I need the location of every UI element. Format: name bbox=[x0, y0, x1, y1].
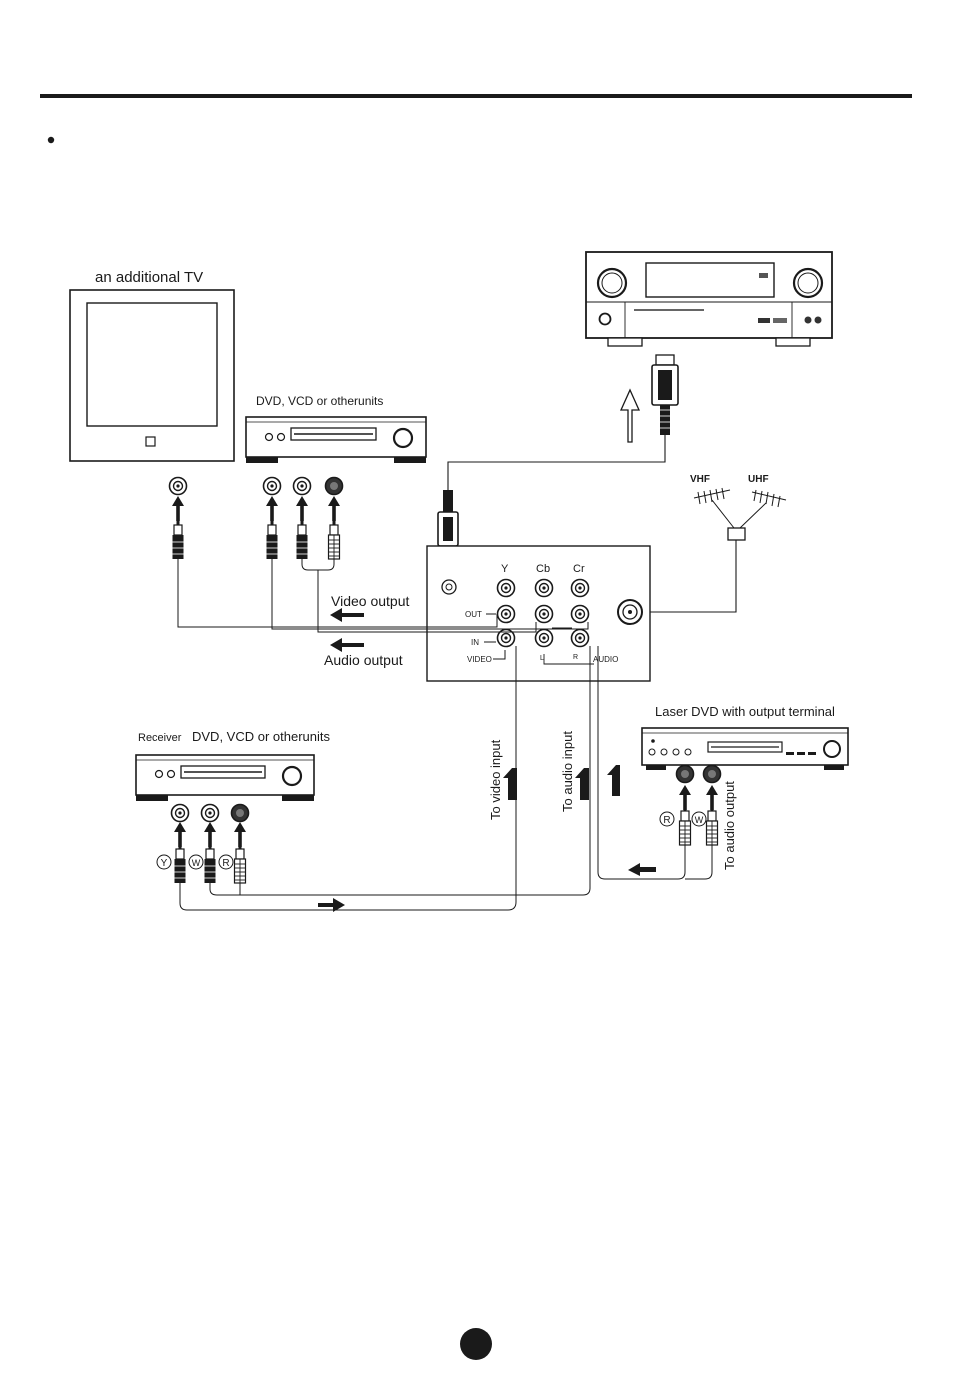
video-output-label: Video output bbox=[331, 593, 409, 609]
receiver-jacks bbox=[172, 805, 249, 884]
panel-label-r: R bbox=[573, 654, 578, 661]
video-output-arrow-icon bbox=[330, 608, 364, 622]
antenna-icon bbox=[694, 488, 786, 528]
plug-mark-w-receiver: W bbox=[189, 855, 203, 869]
plug-mark-w-laser: W bbox=[692, 812, 706, 826]
svg-text:R: R bbox=[663, 815, 670, 826]
tv-label: an additional TV bbox=[95, 269, 203, 286]
panel-jacks bbox=[498, 580, 589, 647]
laser-dvd-label: Laser DVD with output terminal bbox=[655, 704, 835, 719]
to-audio-input-label: To audio input bbox=[560, 731, 575, 812]
vhf-label: VHF bbox=[690, 474, 710, 485]
plug-mark-r-receiver: R bbox=[219, 855, 233, 869]
panel-label-l: L bbox=[540, 655, 544, 662]
page-number-marker bbox=[460, 1328, 492, 1360]
svg-text:R: R bbox=[222, 858, 229, 869]
header-rule bbox=[40, 94, 912, 98]
audio-output-arrow-icon bbox=[330, 638, 364, 652]
laser-dvd-player bbox=[642, 728, 848, 770]
dvd-top-label: DVD, VCD or otherunits bbox=[256, 394, 383, 408]
panel-label-y: Y bbox=[501, 563, 509, 575]
receiver-prefix-label: Receiver bbox=[138, 732, 182, 744]
antenna-jack bbox=[618, 600, 642, 624]
left-arrow-icon bbox=[628, 863, 656, 876]
tv-video-jack bbox=[170, 478, 187, 560]
connector-to-receiver bbox=[652, 355, 678, 435]
svg-text:Y: Y bbox=[161, 858, 168, 869]
rf-jack bbox=[442, 580, 456, 594]
receiver-dvd-player bbox=[136, 755, 314, 801]
audio-input-arrow-icon bbox=[575, 768, 589, 800]
to-video-input-label: To video input bbox=[488, 739, 503, 820]
connector-on-panel bbox=[438, 490, 458, 546]
dvd-player-top bbox=[246, 417, 426, 463]
to-audio-output-label: To audio output bbox=[722, 781, 737, 870]
cable-receiver bbox=[448, 435, 665, 490]
uhf-label: UHF bbox=[748, 474, 769, 485]
panel-label-audio: AUDIO bbox=[593, 655, 618, 664]
panel-label-out: OUT bbox=[465, 610, 482, 619]
panel-label-cb: Cb bbox=[536, 563, 550, 575]
antenna-splitter bbox=[728, 528, 745, 540]
panel-label-video: VIDEO bbox=[467, 655, 492, 664]
av-receiver bbox=[586, 252, 832, 346]
plug-mark-r-laser: R bbox=[660, 812, 674, 826]
audio-input-arrow-small-icon bbox=[607, 765, 620, 796]
dvd-top-jacks bbox=[264, 478, 343, 560]
svg-text:W: W bbox=[695, 815, 704, 825]
panel-label-cr: Cr bbox=[573, 563, 585, 575]
up-arrow-icon bbox=[621, 390, 639, 442]
laser-dvd-jacks bbox=[677, 766, 721, 846]
cable-antenna bbox=[640, 540, 736, 612]
bullet-point bbox=[48, 137, 54, 143]
plug-mark-y: Y bbox=[157, 855, 171, 869]
additional-tv bbox=[70, 290, 234, 461]
panel-label-in: IN bbox=[471, 638, 479, 647]
svg-text:W: W bbox=[192, 858, 201, 868]
receiver-label: DVD, VCD or otherunits bbox=[192, 729, 330, 744]
tv-power-button-icon bbox=[146, 437, 155, 446]
video-input-arrow-icon bbox=[503, 768, 517, 800]
audio-output-label: Audio output bbox=[324, 652, 403, 668]
